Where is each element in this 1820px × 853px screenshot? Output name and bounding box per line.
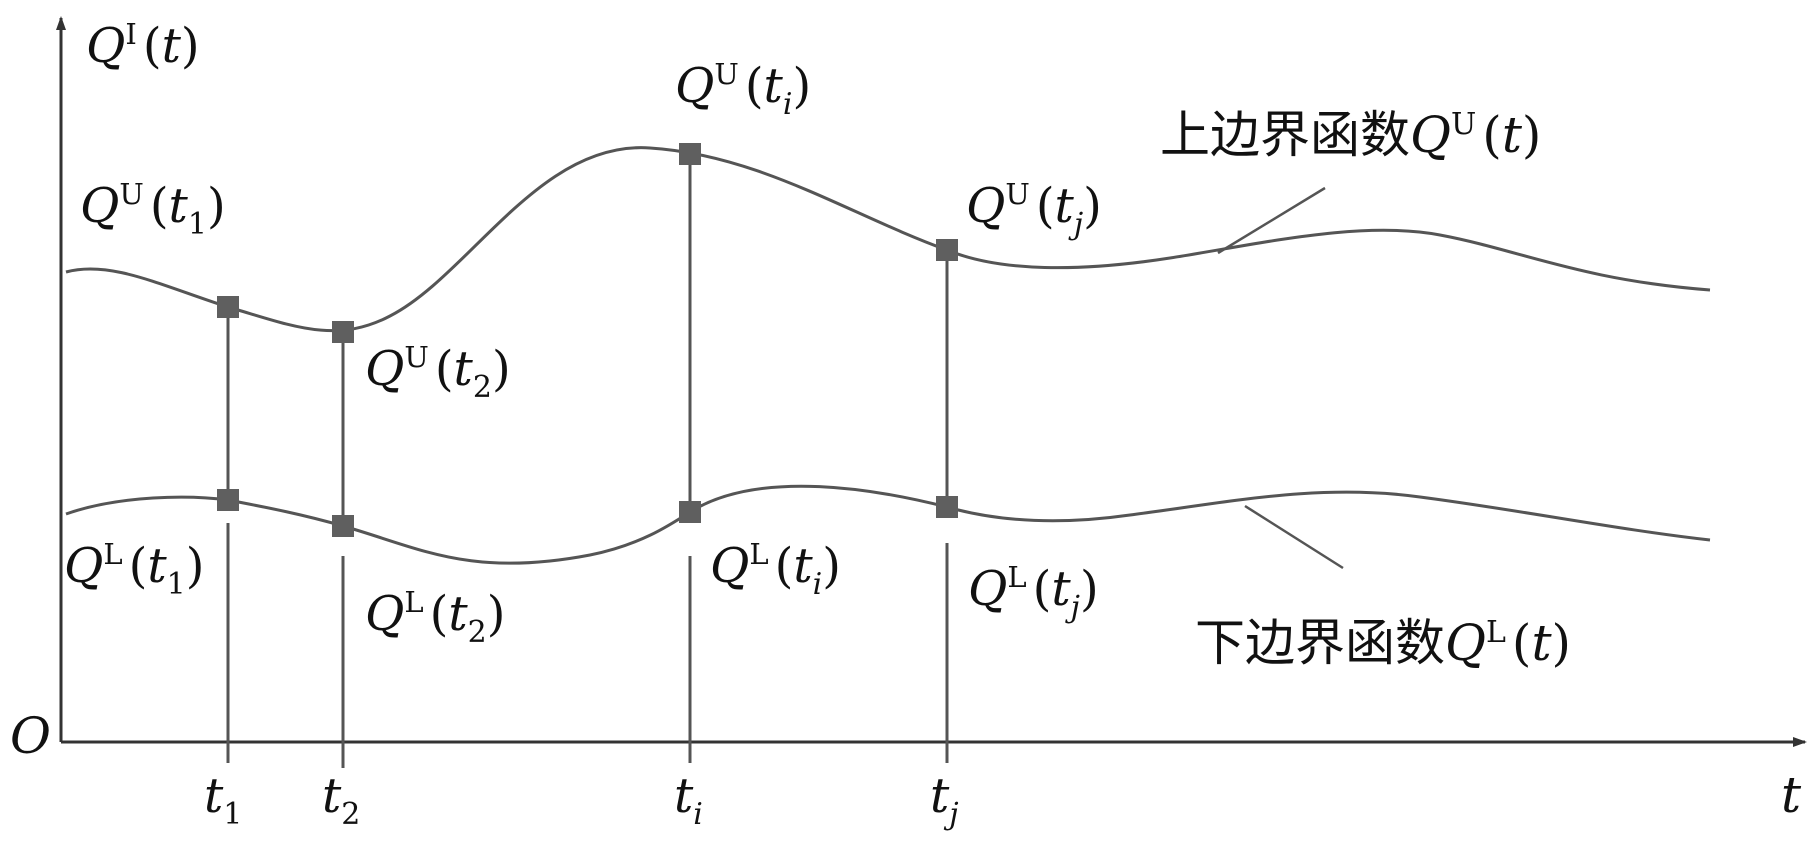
marker-upper-ti (679, 143, 701, 165)
upper-boundary-curve (65, 146, 1711, 333)
upper-curve-label: 上边界函数QU(t) (1160, 106, 1541, 164)
label-lower-t2: QL(t2) (365, 585, 505, 650)
time-guides (226, 154, 949, 768)
upper-label-leader (1217, 186, 1326, 255)
tick-label-ti: ti (674, 768, 703, 832)
marker-lower-t1 (217, 489, 239, 511)
lower-label-leader (1244, 504, 1344, 570)
marker-upper-t2 (332, 321, 354, 343)
origin-label: O (10, 707, 51, 765)
marker-lower-ti (679, 501, 701, 523)
label-upper-tj: QU(tj) (966, 177, 1102, 242)
y-axis-label: QI(t) (86, 17, 200, 74)
marker-upper-t1 (217, 296, 239, 318)
label-lower-tj: QL(tj) (968, 560, 1099, 625)
label-upper-ti: QU(ti) (675, 57, 811, 122)
marker-upper-tj (936, 239, 958, 261)
label-lower-ti: QL(ti) (710, 537, 841, 602)
tick-label-tj: tj (930, 768, 959, 832)
x-axis-label: t (1781, 766, 1802, 824)
tick-label-t2: t2 (322, 768, 360, 832)
label-lower-t1: QL(t1) (64, 537, 204, 602)
marker-lower-t2 (332, 515, 354, 537)
label-upper-t2: QU(t2) (365, 340, 511, 405)
boundary-markers (217, 143, 958, 537)
marker-lower-tj (936, 496, 958, 518)
tick-label-t1: t1 (204, 768, 242, 832)
label-upper-t1: QU(t1) (80, 177, 226, 242)
lower-curve-label: 下边界函数QL(t) (1195, 614, 1571, 672)
lower-boundary-curve (65, 484, 1711, 565)
